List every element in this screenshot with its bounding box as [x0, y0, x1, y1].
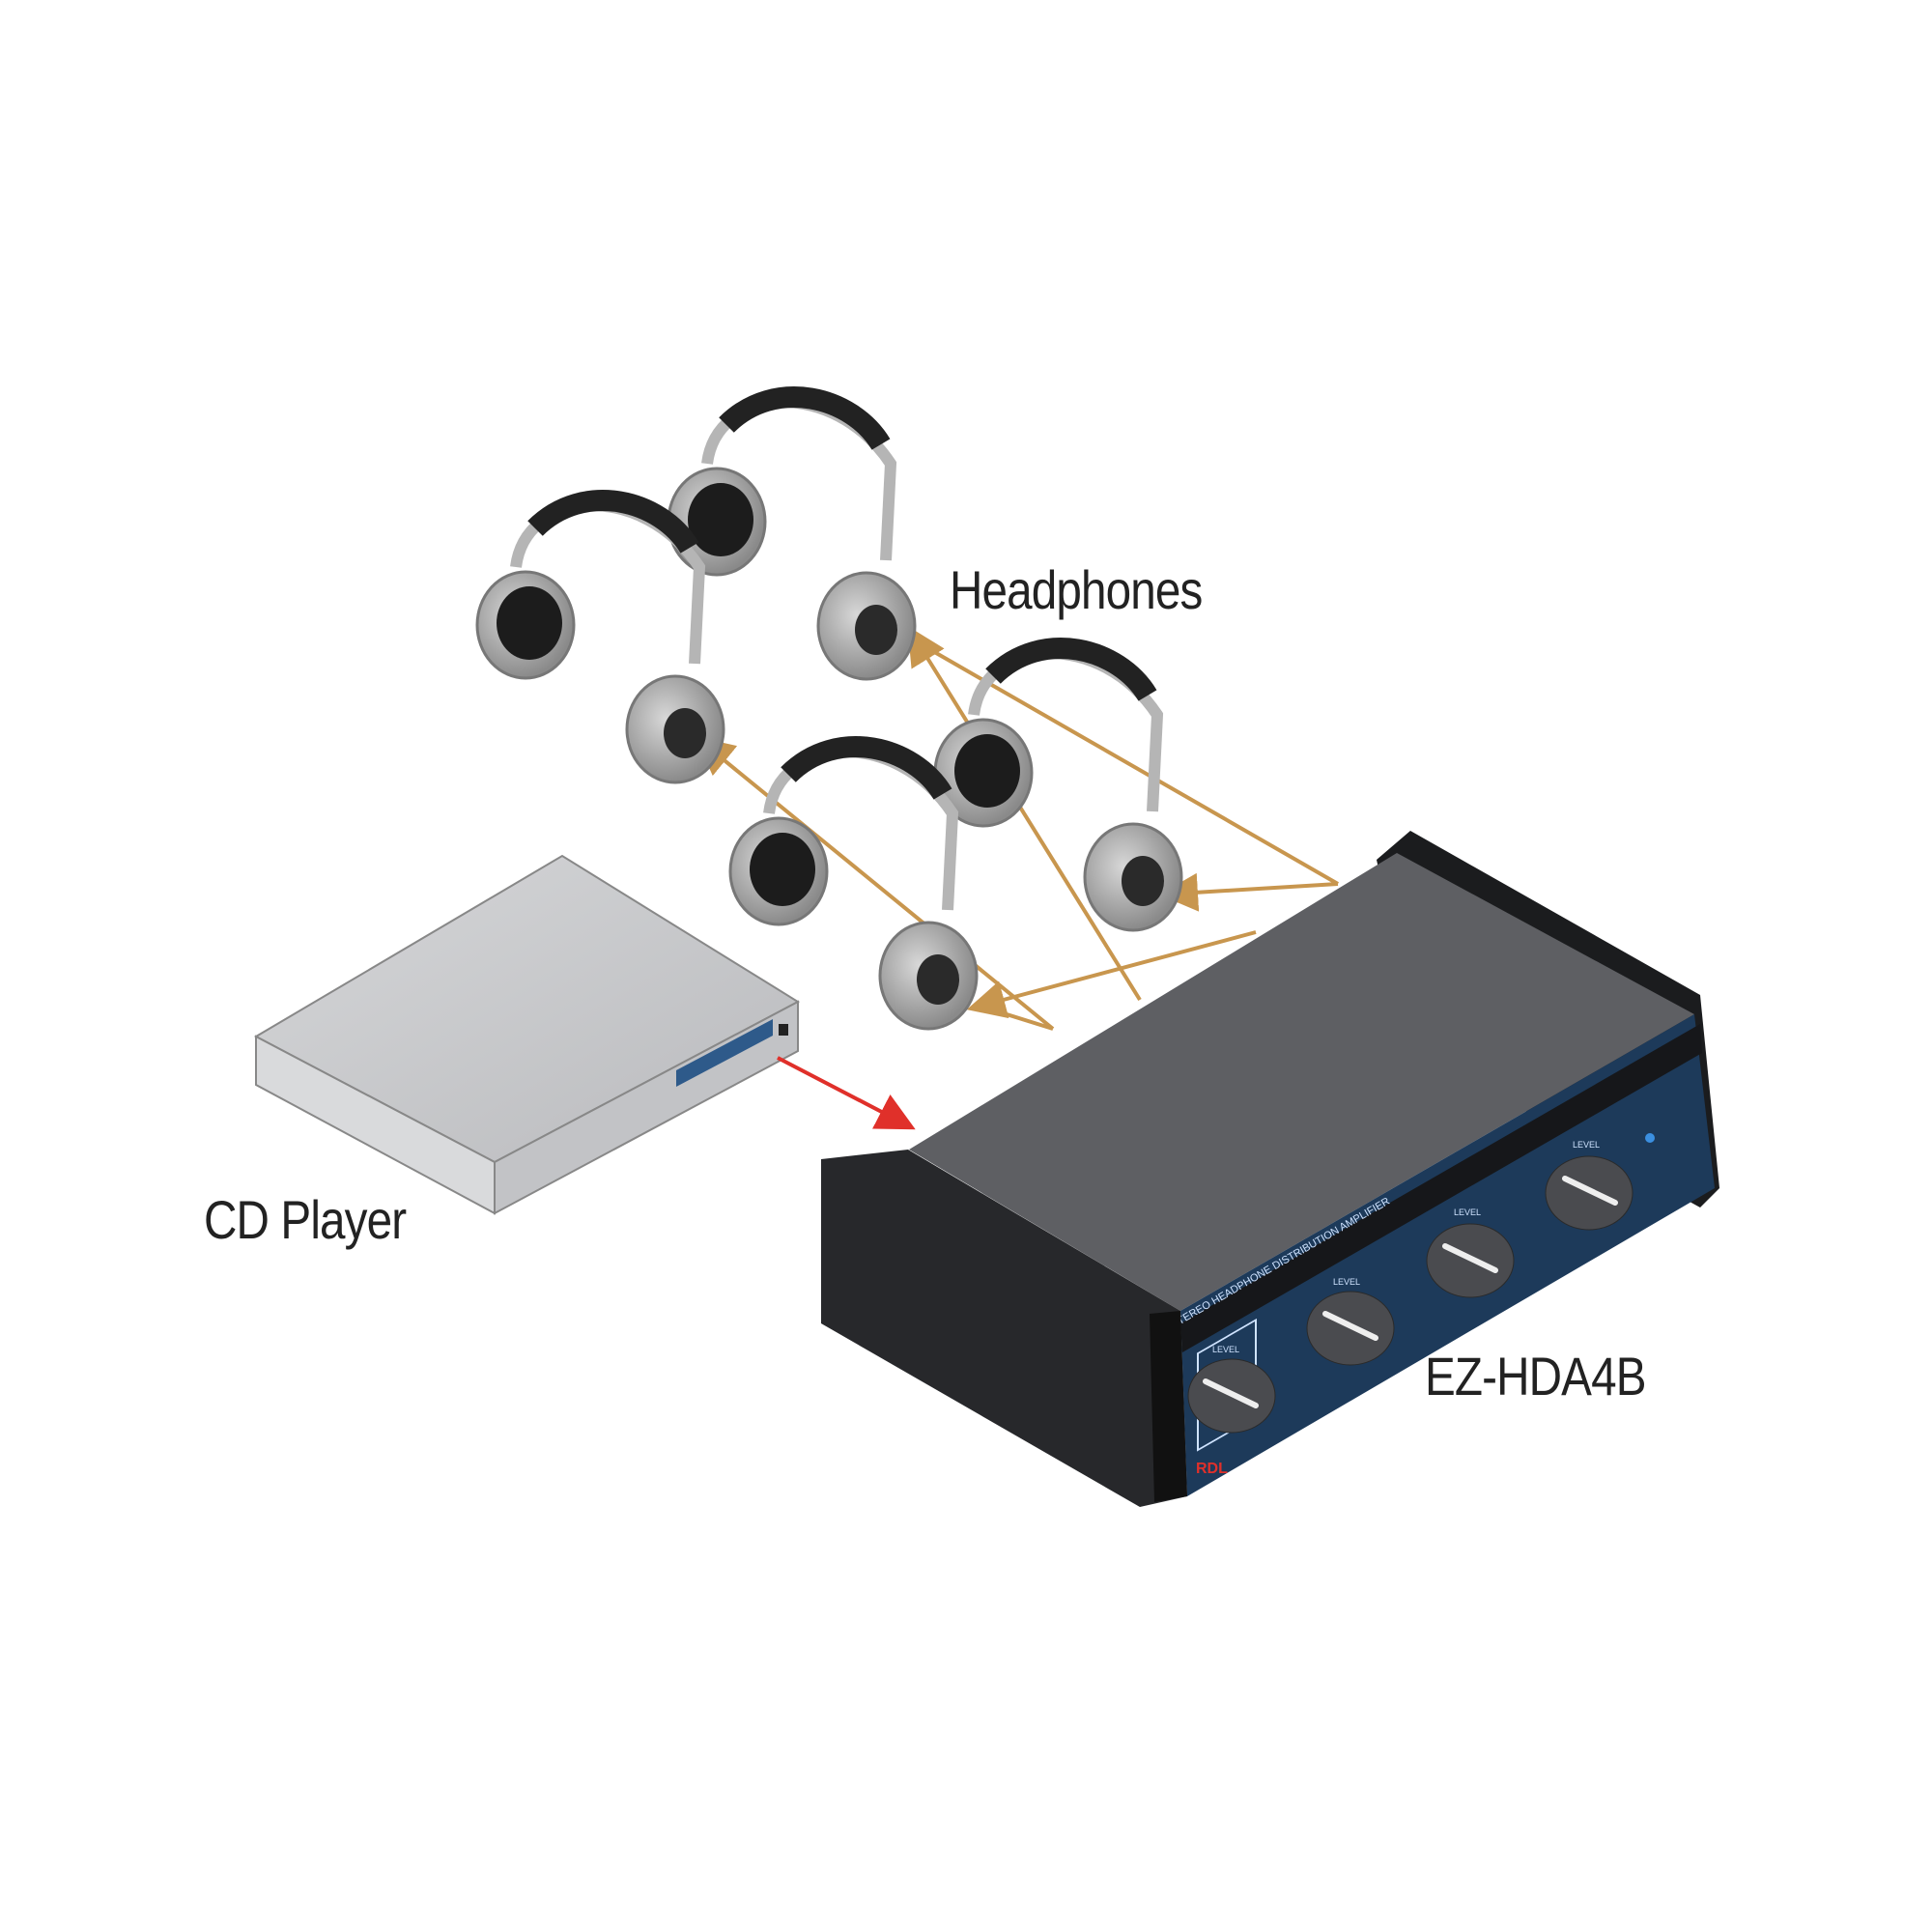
headphones-label: Headphones	[950, 559, 1203, 620]
level-knob-2	[1306, 1291, 1395, 1366]
level-knob-3	[1426, 1223, 1515, 1298]
power-led-icon	[1645, 1133, 1655, 1143]
level-label-4: LEVEL	[1573, 1140, 1600, 1150]
input-signal-arrow	[777, 1056, 916, 1130]
device-label: EZ-HDA4B	[1425, 1346, 1646, 1406]
headphones-2-icon	[477, 500, 724, 782]
level-knob-4	[1545, 1155, 1634, 1231]
amplifier-device-icon: STEREO HEADPHONE DISTRIBUTION AMPLIFIER …	[821, 831, 1719, 1507]
headphones-3-icon	[935, 648, 1181, 930]
brand-logo: RDL	[1196, 1461, 1228, 1477]
signal-line-2	[907, 626, 1142, 1002]
signal-line-3	[966, 930, 1257, 1019]
level-knob-1	[1187, 1318, 1276, 1452]
cd-player-icon	[253, 854, 801, 1215]
cd-player-label: CD Player	[204, 1189, 407, 1250]
headphones-1-icon	[668, 397, 915, 679]
signal-line-4	[1159, 872, 1339, 912]
level-label-1: LEVEL	[1212, 1345, 1239, 1354]
level-knobs	[1187, 1155, 1634, 1452]
level-label-2: LEVEL	[1333, 1277, 1360, 1287]
level-label-3: LEVEL	[1454, 1208, 1481, 1217]
